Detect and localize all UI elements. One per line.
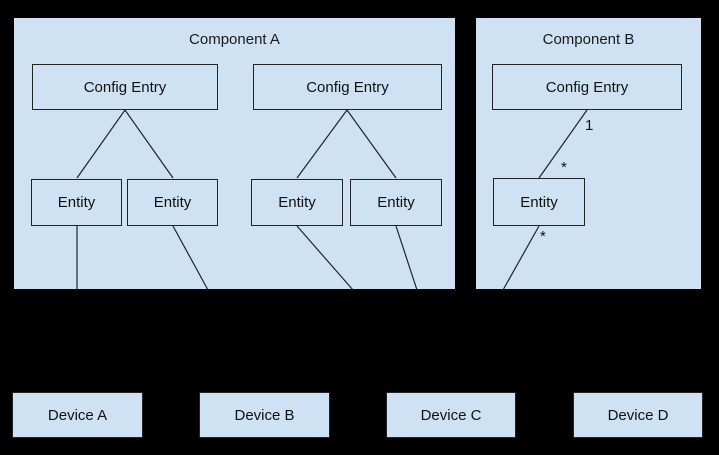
connector-entity4-down bbox=[395, 225, 418, 291]
entity-label: Entity bbox=[278, 194, 316, 211]
connector-entity3-down bbox=[296, 225, 354, 291]
connector-configA1-entity1 bbox=[76, 109, 126, 179]
device-label: Device D bbox=[607, 406, 669, 424]
config-entry-box: Config Entry bbox=[253, 64, 442, 110]
connector-entity2-down bbox=[172, 225, 209, 291]
entity-box: Entity bbox=[31, 179, 122, 226]
component-a-container: Component A bbox=[13, 17, 456, 290]
entity-label: Entity bbox=[377, 194, 415, 211]
entity-label: Entity bbox=[520, 193, 558, 211]
entity-label: Entity bbox=[153, 194, 192, 211]
device-label: Device B bbox=[234, 406, 295, 424]
multiplicity-label-many-upper: * bbox=[561, 159, 567, 176]
entity-box: Entity bbox=[493, 178, 585, 226]
config-entry-label: Config Entry bbox=[545, 78, 629, 96]
connector-configB-entityB bbox=[538, 109, 588, 179]
device-box: Device A bbox=[12, 392, 143, 438]
connector-configA2-entity4 bbox=[346, 109, 397, 179]
connector-entityB-down bbox=[502, 225, 540, 291]
device-box: Device C bbox=[386, 392, 516, 438]
entity-box: Entity bbox=[127, 179, 218, 226]
component-a-title: Component A bbox=[189, 31, 280, 48]
config-entry-box: Config Entry bbox=[32, 64, 218, 110]
connector-configA1-entity2 bbox=[124, 109, 174, 179]
entity-box: Entity bbox=[251, 179, 343, 226]
device-label: Device C bbox=[420, 406, 482, 424]
config-entry-label: Config Entry bbox=[83, 78, 167, 96]
device-box: Device B bbox=[199, 392, 330, 438]
multiplicity-label-many-lower: * bbox=[540, 228, 546, 245]
device-box: Device D bbox=[573, 392, 703, 438]
entity-box: Entity bbox=[350, 179, 442, 226]
connector-configA2-entity3 bbox=[296, 109, 348, 179]
device-label: Device A bbox=[47, 406, 108, 424]
entity-label: Entity bbox=[57, 194, 96, 211]
config-entry-box: Config Entry bbox=[492, 64, 682, 110]
config-entry-label: Config Entry bbox=[306, 78, 389, 96]
component-b-container: Component B bbox=[475, 17, 702, 290]
multiplicity-label-one: 1 bbox=[585, 117, 594, 134]
component-b-title: Component B bbox=[542, 31, 635, 48]
